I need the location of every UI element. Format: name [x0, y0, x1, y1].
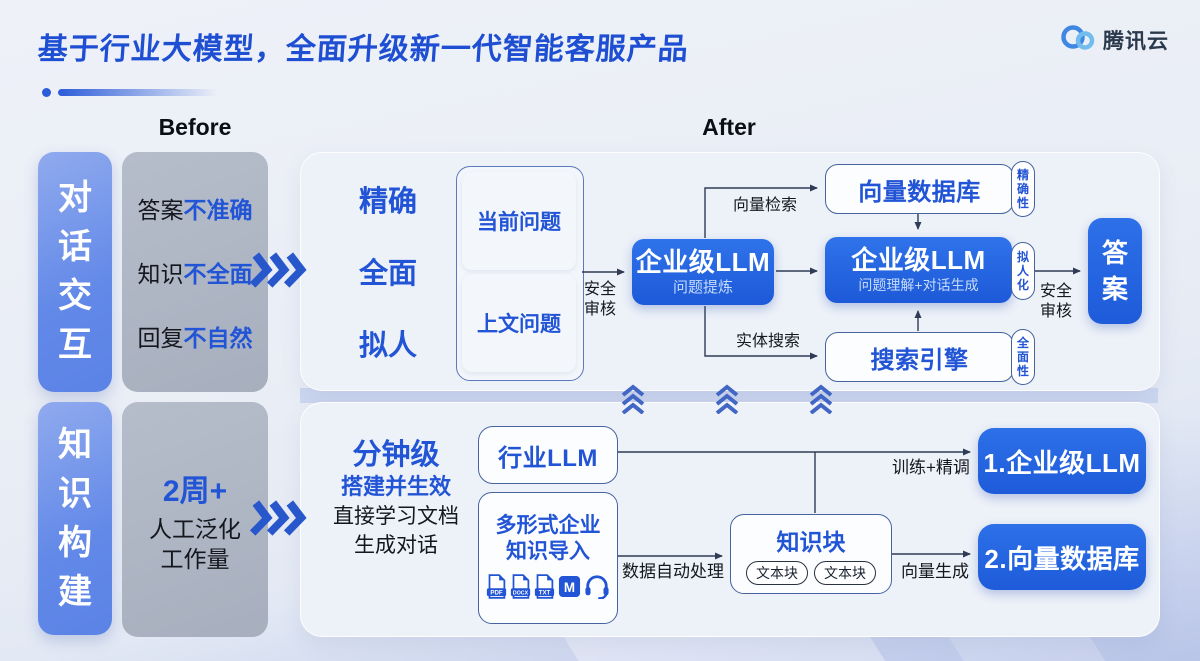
- section-label-dialog-interaction: 对 话 交 互: [38, 152, 112, 392]
- chevrons-up-icon: [620, 384, 646, 419]
- before-workload-text: 工作量: [160, 545, 230, 572]
- docx-file-icon: DOCX: [510, 573, 531, 604]
- node-enterprise-llm-generate: 企业级LLM 问题理解+对话生成: [825, 237, 1012, 303]
- node-search-engine: 搜索引擎: [825, 332, 1014, 382]
- node-vector-database: 向量数据库: [825, 164, 1014, 214]
- node-enterprise-llm-refine: 企业级LLM 问题提炼: [632, 239, 774, 305]
- entity-search-label: 实体搜索: [736, 333, 801, 350]
- badge-accuracy: 精 确 性: [1011, 161, 1035, 217]
- svg-text:PDF: PDF: [490, 589, 502, 596]
- before-card-knowledge: 2周+ 人工泛化 工作量: [122, 402, 268, 637]
- svg-text:DOCX: DOCX: [513, 590, 529, 596]
- badge-comprehensive: 全 面 性: [1011, 329, 1035, 385]
- node-knowledge-block: 知识块 文本块 文本块: [730, 514, 892, 594]
- train-finetune-label: 训练+精调: [892, 458, 970, 477]
- badge-human-like: 拟 人 化: [1011, 242, 1035, 300]
- node-industry-llm: 行业LLM: [478, 426, 618, 484]
- node-result-enterprise-llm: 1.企业级LLM: [978, 428, 1146, 494]
- before-workload-highlight: 2周+: [162, 474, 228, 508]
- svg-text:TXT: TXT: [539, 589, 551, 596]
- txt-file-icon: TXT: [534, 573, 555, 604]
- before-item: 回复不自然: [137, 325, 253, 351]
- before-workload-text: 人工泛化: [149, 515, 241, 542]
- node-knowledge-import: 多形式企业 知识导入 PDF DOCX: [478, 492, 618, 624]
- file-type-icons: PDF DOCX TXT: [486, 573, 610, 604]
- title-underline-bar: [58, 89, 218, 96]
- current-question-box: 当前问题: [462, 172, 576, 270]
- node-answer: 答 案: [1088, 218, 1142, 324]
- after-keywords: 精确 全面 拟人: [358, 185, 417, 362]
- before-card-dialog: 答案不准确 知识不全面 回复不自然: [122, 152, 268, 392]
- text-chunk-chips: 文本块 文本块: [746, 561, 876, 585]
- markdown-icon: M: [558, 575, 581, 603]
- safety-check-label-2: 安全 审核: [1040, 283, 1073, 320]
- after-speed-text: 分钟级 搭建并生效 直接学习文档 生成对话: [333, 439, 459, 557]
- headset-icon: [584, 574, 610, 604]
- text-chunk-chip: 文本块: [814, 561, 876, 585]
- before-header: Before: [158, 114, 232, 140]
- before-item: 答案不准确: [137, 197, 253, 223]
- section-label-knowledge-construction: 知 识 构 建: [38, 402, 112, 635]
- chevrons-right-icon: [248, 250, 313, 295]
- node-result-vector-database: 2.向量数据库: [978, 524, 1146, 590]
- text-chunk-chip: 文本块: [746, 561, 808, 585]
- context-question-box: 上文问题: [462, 274, 576, 372]
- title-underline-dot: [42, 88, 51, 97]
- chevrons-right-icon: [248, 498, 313, 543]
- page-title: 基于行业大模型，全面升级新一代智能客服产品: [36, 33, 690, 66]
- auto-process-label: 数据自动处理: [622, 562, 724, 581]
- after-header: After: [702, 114, 756, 140]
- safety-check-label-1: 安全 审核: [584, 281, 617, 318]
- before-item: 知识不全面: [137, 261, 253, 287]
- vector-generation-label: 向量生成: [901, 562, 969, 581]
- pdf-file-icon: PDF: [486, 573, 507, 604]
- svg-text:M: M: [564, 579, 575, 594]
- brand-name: 腾讯云: [1103, 29, 1169, 53]
- chevrons-up-icon: [808, 384, 834, 419]
- vector-retrieval-label: 向量检索: [733, 197, 798, 214]
- chevrons-up-icon: [714, 384, 740, 419]
- tencent-cloud-logo: 腾讯云: [1058, 22, 1169, 57]
- cloud-icon: [1058, 22, 1096, 57]
